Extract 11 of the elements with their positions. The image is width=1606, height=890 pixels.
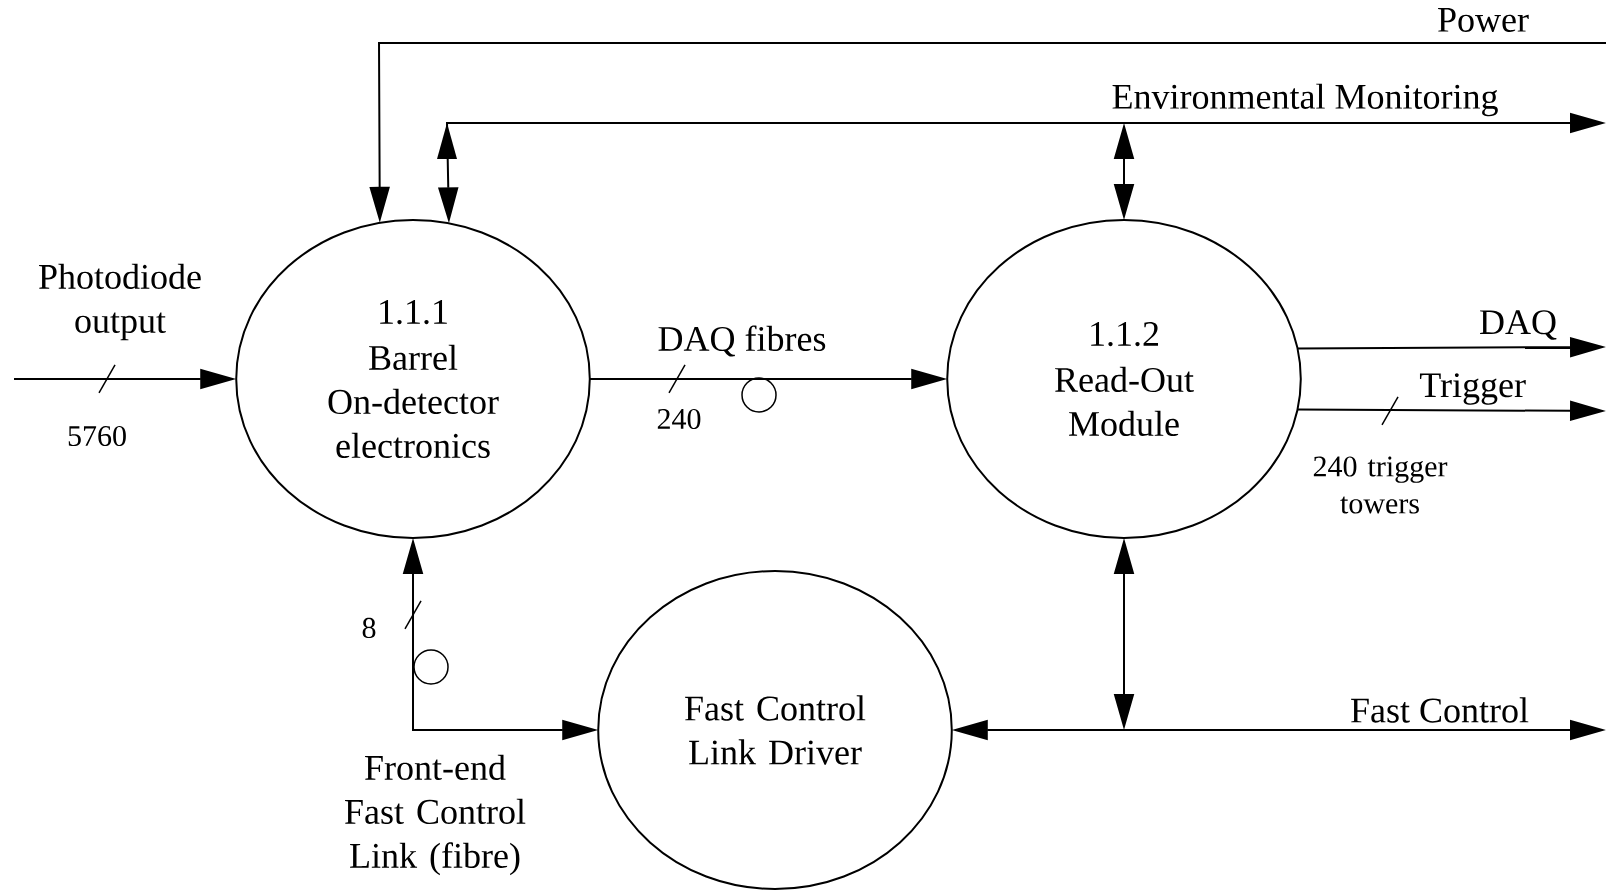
signal-count: 5760 (68, 425, 126, 447)
edge-label: DAQ (1480, 310, 1557, 340)
edge-label: Power (1438, 8, 1529, 32)
signal-count: 8 (362, 617, 376, 639)
edge-label: Trigger (1419, 373, 1526, 405)
edge-label: Fast Control (1351, 697, 1529, 723)
edge-label: Front-end Fast Control Link (fibre) (345, 754, 526, 876)
edge-label: DAQ fibres (658, 325, 826, 357)
signal-count: 240 (657, 408, 701, 430)
edge-label: Photodiode output (39, 263, 201, 341)
edge-label: Environmental Monitoring (1112, 83, 1498, 117)
